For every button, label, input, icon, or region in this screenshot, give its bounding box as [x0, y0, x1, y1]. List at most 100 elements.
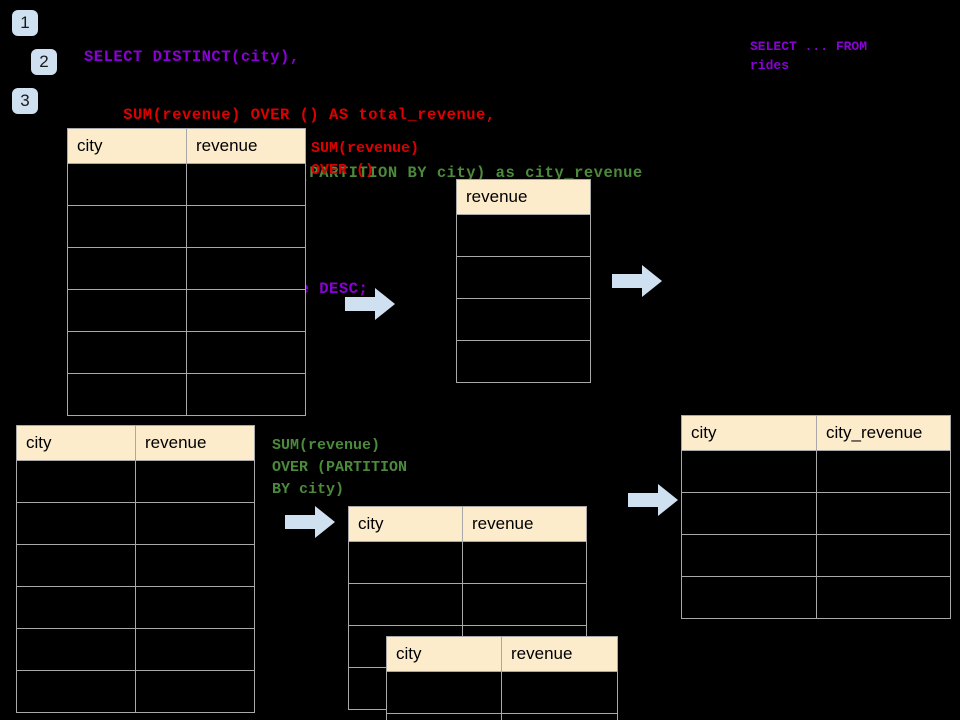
- cell-city: [67, 163, 187, 206]
- table-row: [16, 586, 255, 629]
- cell-revenue: [456, 340, 591, 383]
- table-header-row: city revenue: [67, 128, 306, 164]
- table-header-row: revenue: [456, 179, 591, 215]
- table-row: [67, 331, 306, 374]
- table-row: [681, 576, 951, 619]
- table-row: [16, 502, 255, 545]
- cell-city: [681, 492, 817, 535]
- annotation-select-from: SELECT ... FROM rides: [750, 39, 868, 73]
- cell-revenue: [186, 289, 306, 332]
- partition-source-table: city revenue: [16, 425, 255, 713]
- cell-revenue: [456, 256, 591, 299]
- cell-city: [67, 247, 187, 290]
- source-rides-table: city revenue: [67, 128, 306, 416]
- table-row: [456, 256, 591, 299]
- table-row: [348, 541, 587, 584]
- column-header-city: city: [348, 506, 463, 542]
- column-header-revenue: revenue: [462, 506, 587, 542]
- arrow-partition-to-result: [628, 484, 678, 516]
- cell-revenue: [462, 583, 587, 626]
- cell-city: [16, 544, 136, 587]
- column-header-city: city: [67, 128, 187, 164]
- column-header-revenue: revenue: [501, 636, 618, 672]
- cell-city: [67, 289, 187, 332]
- table-row: [681, 492, 951, 535]
- cell-revenue: [135, 586, 255, 629]
- column-header-city: city: [681, 415, 817, 451]
- table-row: [16, 460, 255, 503]
- column-header-revenue: revenue: [186, 128, 306, 164]
- cell-city: [348, 583, 463, 626]
- cell-revenue: [186, 163, 306, 206]
- column-header-city-revenue: city_revenue: [816, 415, 951, 451]
- table-row: [386, 671, 618, 714]
- step-badge-3: 3: [12, 88, 38, 114]
- cell-city-revenue: [816, 576, 951, 619]
- table-row: [456, 340, 591, 383]
- cell-city: [16, 502, 136, 545]
- cell-revenue: [456, 298, 591, 341]
- cell-city: [16, 586, 136, 629]
- cell-city: [386, 671, 502, 714]
- table-row: [456, 214, 591, 257]
- arrow-source-to-partition: [285, 506, 335, 538]
- cell-city: [67, 205, 187, 248]
- table-header-row: city revenue: [386, 636, 618, 672]
- table-row: [67, 289, 306, 332]
- table-row: [67, 163, 306, 206]
- cell-revenue: [501, 671, 618, 714]
- step-badge-2: 2: [31, 49, 57, 75]
- table-row: [681, 534, 951, 577]
- cell-city: [16, 460, 136, 503]
- cell-city-revenue: [816, 492, 951, 535]
- partition-group-b-table: city revenue: [386, 636, 618, 720]
- column-header-city: city: [386, 636, 502, 672]
- cell-revenue: [462, 541, 587, 584]
- table-row: [67, 247, 306, 290]
- cell-revenue: [135, 460, 255, 503]
- column-header-revenue: revenue: [135, 425, 255, 461]
- arrow-source-to-total: [345, 288, 395, 320]
- partition-group-a-table: city revenue: [348, 506, 587, 710]
- sql-line-1: SELECT DISTINCT(city),: [84, 48, 300, 66]
- table-row: [456, 298, 591, 341]
- cell-city-revenue: [816, 450, 951, 493]
- table-row: [16, 544, 255, 587]
- cell-city-revenue: [816, 534, 951, 577]
- result-city-revenue-table: city city_revenue: [681, 415, 951, 619]
- column-header-city: city: [16, 425, 136, 461]
- annotation-sum-over-partition: SUM(revenue) OVER (PARTITION BY city): [272, 437, 408, 498]
- cell-revenue: [135, 670, 255, 713]
- cell-revenue: [186, 331, 306, 374]
- cell-city: [67, 331, 187, 374]
- table-header-row: city city_revenue: [681, 415, 951, 451]
- step-badge-1: 1: [12, 10, 38, 36]
- cell-revenue: [501, 713, 618, 720]
- table-header-row: city revenue: [16, 425, 255, 461]
- cell-revenue: [135, 544, 255, 587]
- table-row: [681, 450, 951, 493]
- cell-city: [681, 576, 817, 619]
- table-row: [67, 373, 306, 416]
- table-row: [386, 713, 618, 720]
- arrow-total-to-result: [612, 265, 662, 297]
- cell-city: [681, 534, 817, 577]
- cell-revenue: [186, 205, 306, 248]
- cell-revenue: [186, 247, 306, 290]
- total-revenue-table: revenue: [456, 179, 591, 383]
- cell-revenue: [186, 373, 306, 416]
- cell-city: [386, 713, 502, 720]
- cell-revenue: [456, 214, 591, 257]
- cell-revenue: [135, 628, 255, 671]
- sql-line-2: SUM(revenue) OVER () AS total_revenue,: [84, 106, 496, 124]
- table-row: [16, 628, 255, 671]
- cell-city: [16, 670, 136, 713]
- table-row: [348, 583, 587, 626]
- table-row: [16, 670, 255, 713]
- annotation-sum-over-empty: SUM(revenue) OVER (): [311, 140, 420, 179]
- column-header-revenue: revenue: [456, 179, 591, 215]
- table-header-row: city revenue: [348, 506, 587, 542]
- table-row: [67, 205, 306, 248]
- cell-city: [348, 541, 463, 584]
